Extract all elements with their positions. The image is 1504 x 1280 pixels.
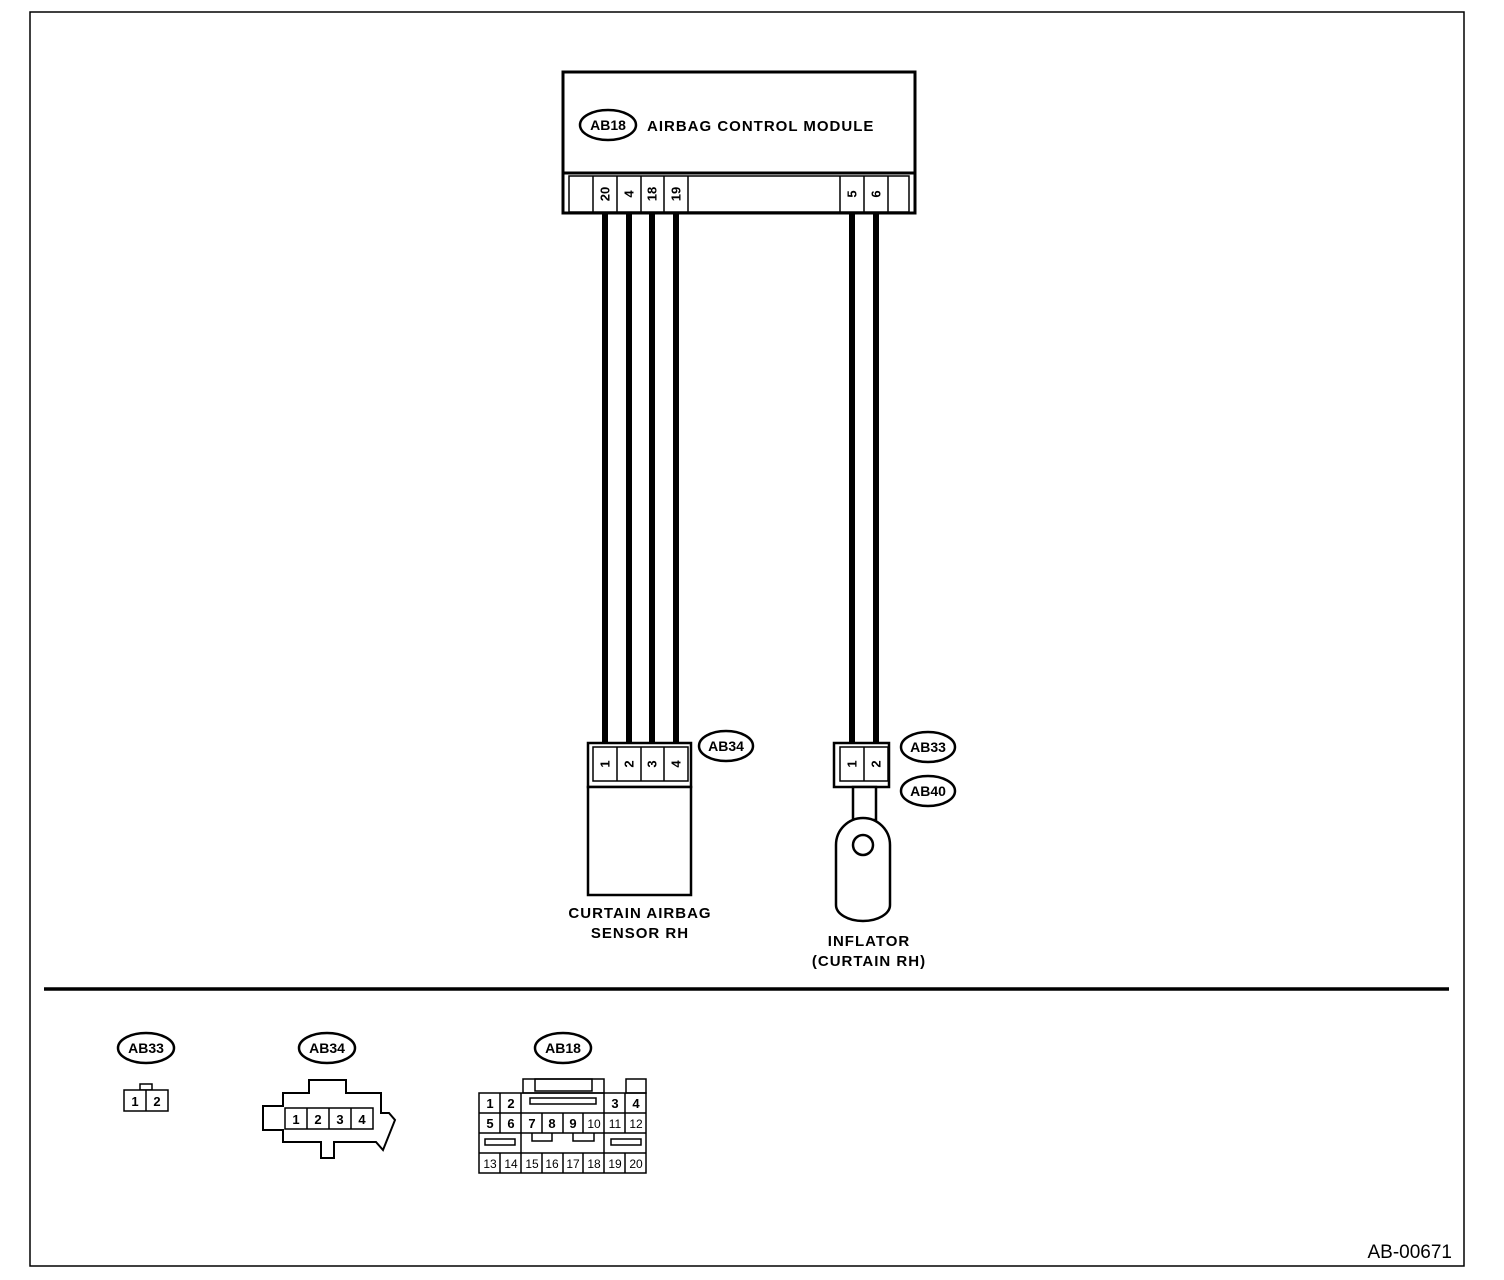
inflator-label-line2: (CURTAIN RH) — [812, 953, 926, 970]
module-pin-18: 18 — [645, 187, 660, 201]
legend-ab18-pin-14: 14 — [504, 1157, 518, 1171]
legend-ab18-pin-3: 3 — [611, 1096, 618, 1111]
inflator-pin-1: 1 — [845, 760, 860, 767]
legend-ab18-pin-17: 17 — [566, 1157, 580, 1171]
inflator-tag-bottom-text: AB40 — [910, 783, 946, 799]
wire-harness — [602, 213, 879, 743]
legend-ab18-pin-1: 1 — [486, 1096, 493, 1111]
legend-ab33-pin-1: 1 — [131, 1094, 138, 1109]
legend-ab18-pin-7: 7 — [528, 1116, 535, 1131]
legend-ab18-pin-12: 12 — [629, 1117, 643, 1131]
inflator-connector-tag-top: AB33 — [899, 730, 957, 764]
inflator-tag-top-text: AB33 — [910, 739, 946, 755]
module-pin-19: 19 — [669, 187, 684, 201]
legend-ab18-pin-16: 16 — [545, 1157, 559, 1171]
sensor-pin-4: 4 — [669, 760, 684, 768]
sensor-connector-tag: AB34 — [697, 729, 755, 763]
inflator — [832, 741, 892, 923]
inflator-pin-2: 2 — [869, 760, 884, 767]
module-title: AIRBAG CONTROL MODULE — [647, 118, 874, 135]
legend-ab18-pin-13: 13 — [483, 1157, 497, 1171]
module-connector-tag: AB18 — [578, 108, 638, 142]
legend-ab18-pin-15: 15 — [525, 1157, 539, 1171]
legend-ab18-pin-20: 20 — [629, 1157, 643, 1171]
sensor-pin-2: 2 — [622, 760, 637, 767]
legend-ab34-pin-3: 3 — [336, 1112, 343, 1127]
sensor-label-line2: SENSOR RH — [591, 925, 689, 942]
module-tag-text: AB18 — [590, 117, 626, 133]
legend-ab18 — [478, 1031, 647, 1174]
legend-ab33 — [116, 1031, 176, 1112]
legend-ab34 — [262, 1031, 397, 1159]
legend-ab18-pin-19: 19 — [608, 1157, 622, 1171]
legend-ab18-pin-5: 5 — [486, 1116, 493, 1131]
inflator-label-line1: INFLATOR — [828, 933, 910, 950]
legend-ab34-pin-4: 4 — [358, 1112, 366, 1127]
legend-ab18-pin-11: 11 — [609, 1117, 622, 1131]
sensor-pin-1: 1 — [598, 760, 613, 767]
legend-ab34-tag: AB34 — [309, 1040, 345, 1056]
legend-ab18-tag: AB18 — [545, 1040, 581, 1056]
legend-ab18-pin-18: 18 — [587, 1157, 601, 1171]
module-pin-20: 20 — [598, 187, 613, 201]
legend-ab34-pin-1: 1 — [292, 1112, 299, 1127]
legend-ab34-pin-2: 2 — [314, 1112, 321, 1127]
inflator-connector-tag-bottom: AB40 — [899, 774, 957, 808]
sensor-label-line1: CURTAIN AIRBAG — [568, 905, 711, 922]
legend-ab18-pin-10: 10 — [587, 1117, 601, 1131]
module-pin-5: 5 — [845, 190, 860, 197]
outer-frame — [29, 11, 1465, 1267]
module-pin-6: 6 — [869, 190, 884, 197]
sensor-pin-3: 3 — [645, 760, 660, 767]
module-pin-4: 4 — [622, 190, 637, 198]
legend-ab18-pin-6: 6 — [507, 1116, 514, 1131]
legend-ab18-pin-9: 9 — [569, 1116, 576, 1131]
curtain-airbag-sensor — [586, 741, 693, 897]
legend-ab18-pin-4: 4 — [632, 1096, 640, 1111]
legend-ab33-tag: AB33 — [128, 1040, 164, 1056]
legend-ab18-pin-2: 2 — [507, 1096, 514, 1111]
legend-ab33-pin-2: 2 — [153, 1094, 160, 1109]
sensor-tag-text: AB34 — [708, 738, 744, 754]
airbag-control-module — [561, 70, 917, 215]
figure-code: AB-00671 — [1367, 1242, 1452, 1263]
legend-ab18-pin-8: 8 — [548, 1116, 555, 1131]
